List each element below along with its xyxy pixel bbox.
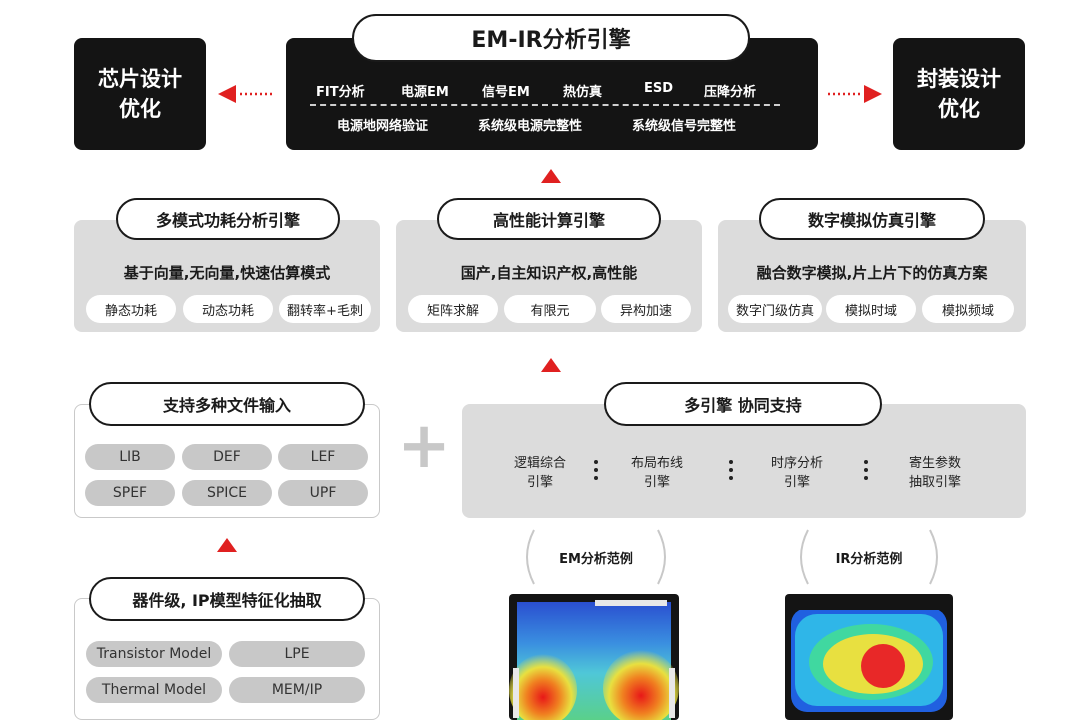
ir-heatmap-image <box>785 594 953 720</box>
up-arrow-left <box>217 538 237 552</box>
chip-lpe: LPE <box>229 641 365 667</box>
chip-spef: SPEF <box>85 480 175 506</box>
em-label-brackets <box>526 529 666 585</box>
engine-item-power-em: 电源EM <box>401 85 449 100</box>
up-arrow-middle <box>541 358 561 372</box>
file-input-title: 支持多种文件输入 <box>89 382 365 426</box>
chip-mem-ip: MEM/IP <box>229 677 365 703</box>
chip-transistor-model: Transistor Model <box>86 641 222 667</box>
chip-toggle-rate: 翻转率+毛刺 <box>279 295 371 323</box>
package-design-optimization-box: 封装设计 优化 <box>893 38 1025 150</box>
engine-place-route: 布局布线 引擎 <box>630 456 683 490</box>
chip-spice: SPICE <box>182 480 272 506</box>
engine-item-fit: FIT分析 <box>316 85 365 100</box>
engine-timing-analysis: 时序分析 引擎 <box>770 456 823 490</box>
ir-label-brackets <box>800 529 938 585</box>
separator-dots-3 <box>864 460 868 480</box>
chip-analog-time: 模拟时域 <box>826 295 916 323</box>
right-dotted-arrow <box>828 85 882 103</box>
separator-dots-2 <box>729 460 733 480</box>
chip-fem: 有限元 <box>504 295 596 323</box>
engine-item-esd: ESD <box>644 81 674 96</box>
chip-analog-freq: 模拟频域 <box>922 295 1014 323</box>
multi-engine-title: 多引擎 协同支持 <box>604 382 882 426</box>
power-analysis-subtitle: 基于向量,无向量,快速估算模式 <box>123 264 331 282</box>
em-heatmap-image <box>509 594 679 720</box>
em-example-label: EM分析范例 <box>559 552 633 567</box>
power-analysis-title: 多模式功耗分析引擎 <box>116 198 340 240</box>
chip-matrix-solve: 矩阵求解 <box>408 295 498 323</box>
ir-example-label: IR分析范例 <box>835 552 903 567</box>
device-title: 器件级, IP模型特征化抽取 <box>89 577 365 621</box>
engine-logic-synthesis: 逻辑综合 引擎 <box>513 456 566 490</box>
chip-dynamic-power: 动态功耗 <box>183 295 273 323</box>
chip-hetero-accel: 异构加速 <box>601 295 691 323</box>
mixed-sim-title: 数字模拟仿真引擎 <box>759 198 985 240</box>
engine-divider <box>310 104 780 106</box>
up-arrow-top <box>541 169 561 183</box>
engine-item-system-pi: 系统级电源完整性 <box>478 119 583 134</box>
separator-dots-1 <box>594 460 598 480</box>
mixed-sim-subtitle: 融合数字模拟,片上片下的仿真方案 <box>756 264 988 282</box>
chip-def: DEF <box>182 444 272 470</box>
engine-item-system-si: 系统级信号完整性 <box>632 119 737 134</box>
engine-item-signal-em: 信号EM <box>482 85 530 100</box>
chip-upf: UPF <box>278 480 368 506</box>
chip-gate-level-sim: 数字门级仿真 <box>728 295 822 323</box>
hpc-title: 高性能计算引擎 <box>437 198 661 240</box>
chip-design-optimization-box: 芯片设计 优化 <box>74 38 206 150</box>
plus-sign: + <box>397 409 451 483</box>
chip-static-power: 静态功耗 <box>86 295 176 323</box>
engine-item-thermal: 热仿真 <box>563 85 603 100</box>
engine-item-ir-drop: 压降分析 <box>704 85 757 100</box>
left-dotted-arrow <box>218 85 272 103</box>
chip-lib: LIB <box>85 444 175 470</box>
chip-lef: LEF <box>278 444 368 470</box>
chip-thermal-model: Thermal Model <box>86 677 222 703</box>
em-ir-engine-title: EM-IR分析引擎 <box>352 14 750 62</box>
engine-parasitic-extraction: 寄生参数 抽取引擎 <box>908 456 961 490</box>
engine-item-pg-network: 电源地网络验证 <box>337 119 429 134</box>
hpc-subtitle: 国产,自主知识产权,高性能 <box>460 264 638 282</box>
